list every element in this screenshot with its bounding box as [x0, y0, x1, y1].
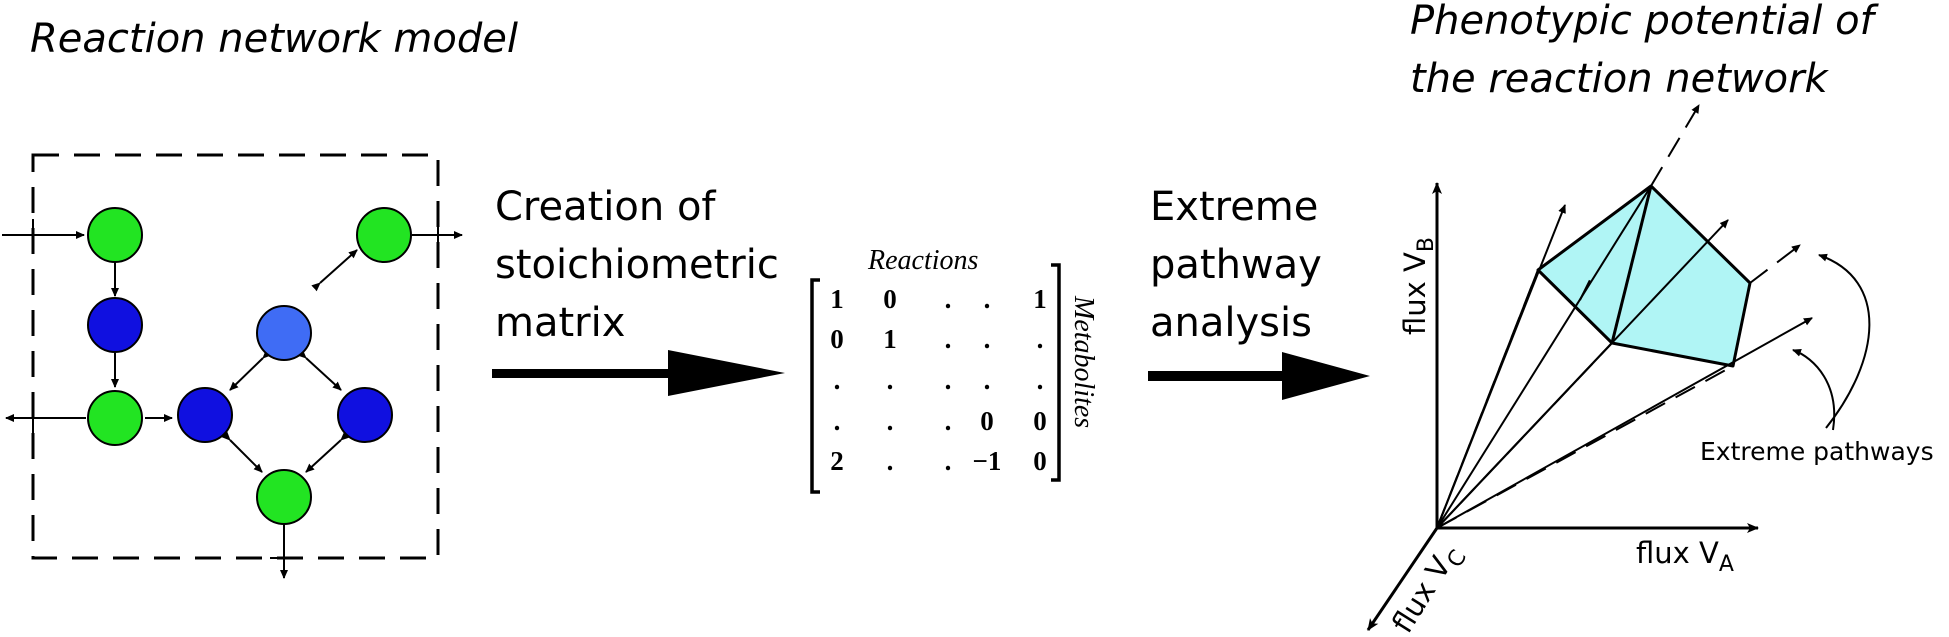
big-arrow-1	[492, 350, 785, 396]
matrix-cell: 1	[1033, 284, 1047, 314]
matrix-cell: 0	[1033, 446, 1047, 476]
matrix-cell: .	[984, 324, 991, 354]
reaction-network-panel: Reaction network model	[2, 16, 518, 579]
network-title: Reaction network model	[30, 16, 518, 62]
matrix-cell: .	[984, 284, 991, 314]
extreme-pathways-label: Extreme pathways	[1700, 437, 1934, 466]
matrix-cell: −1	[973, 446, 1002, 476]
reaction-arrows	[2, 219, 463, 579]
matrix-bracket-left	[810, 278, 820, 494]
metabolite-node-blue	[337, 387, 393, 443]
dashed-ray-ext-a	[1650, 104, 1700, 187]
matrix-cell: 2	[830, 446, 844, 476]
metabolite-node-green	[87, 207, 143, 263]
matrix-label-reactions: Reactions	[867, 245, 979, 276]
axis-vc-prefix: flux V	[1385, 550, 1458, 637]
matrix-cell: 0	[883, 284, 897, 314]
dashed-ray-ext-b	[1749, 244, 1801, 284]
matrix-cell: .	[887, 365, 894, 395]
axis-vc	[1366, 527, 1439, 631]
step2-label-line2: pathway	[1150, 242, 1322, 288]
matrix-cell: .	[834, 406, 841, 436]
phenotype-title-line1: Phenotypic potential of	[1410, 0, 1880, 44]
matrix-label-metabolites: Metabolites	[1068, 295, 1099, 428]
dashed-ray-3	[1436, 342, 1613, 529]
matrix-cell: .	[945, 446, 952, 476]
matrix-cells: 1 0.. 1 0 1........... 0 0 2.. −1 0	[830, 284, 1047, 476]
dashed-ray-extensions	[1436, 104, 1801, 529]
ray-6	[1436, 317, 1813, 529]
metabolite-node-green	[256, 469, 312, 525]
big-arrow-2	[1148, 352, 1370, 400]
metabolite-nodes	[87, 207, 412, 525]
flux-cone-panel: Phenotypic potential of the reaction net…	[1366, 0, 1934, 637]
matrix-cell: .	[887, 406, 894, 436]
matrix-cell: 0	[1033, 406, 1047, 436]
phenotype-title-line2: the reaction network	[1410, 56, 1830, 102]
matrix-cell: 1	[883, 324, 897, 354]
metabolite-node-lightblue	[256, 305, 312, 361]
matrix-cell: .	[834, 365, 841, 395]
callout-arrow-lower	[1792, 348, 1836, 431]
step2-label-line1: Extreme	[1150, 184, 1318, 230]
dashed-ray-2	[1436, 365, 1734, 529]
step1-label-line2: stoichiometric	[495, 242, 779, 288]
matrix-cell: .	[984, 365, 991, 395]
reaction-arrow-diag-3	[297, 349, 342, 391]
metabolite-node-blue	[87, 297, 143, 353]
metabolite-node-green	[87, 390, 143, 446]
system-boundary	[31, 153, 440, 560]
matrix-cell: 0	[830, 324, 844, 354]
callout-arrow-upper	[1818, 253, 1871, 429]
matrix-cell: .	[887, 446, 894, 476]
matrix-cell: .	[945, 284, 952, 314]
flux-cone-section	[1536, 184, 1752, 368]
axis-vb-sub: B	[1414, 237, 1439, 252]
stoichiometric-matrix: Reactions Metabolites 1 0.. 1 0 1...........…	[810, 245, 1099, 494]
step1-label-line1: Creation of	[495, 184, 716, 230]
metabolite-node-green	[356, 207, 412, 263]
cone-inner-edge	[1610, 185, 1653, 344]
reaction-arrow-diag-2	[229, 349, 272, 391]
metabolite-node-blue	[177, 387, 233, 443]
flux-axes	[1366, 182, 1759, 631]
extreme-pathways-callouts	[1792, 253, 1871, 431]
axis-va-prefix: flux V	[1636, 536, 1719, 570]
dashed-ray-1	[1436, 269, 1539, 529]
step2-label-line3: analysis	[1150, 300, 1312, 346]
reaction-arrow-diag-1	[311, 249, 358, 292]
step-extreme-pathway-analysis: Extreme pathway analysis	[1148, 184, 1370, 400]
matrix-bracket-right	[1051, 263, 1061, 482]
axis-vb-label: flux VB	[1398, 237, 1439, 335]
matrix-cell: .	[945, 406, 952, 436]
matrix-cell: .	[1037, 324, 1044, 354]
step1-label-line3: matrix	[495, 300, 625, 346]
matrix-cell: .	[945, 365, 952, 395]
dashed-ray-ext-c	[1579, 269, 1596, 301]
axis-vb-prefix: flux V	[1398, 252, 1432, 335]
reaction-arrow-diag-4	[221, 431, 263, 473]
matrix-cell: .	[945, 324, 952, 354]
axis-va-label: flux VA	[1636, 536, 1734, 577]
reaction-arrow-diag-5	[305, 431, 350, 473]
ray-3	[1436, 185, 1652, 529]
matrix-cell: 0	[980, 406, 994, 436]
matrix-cell: .	[1037, 365, 1044, 395]
axis-va-sub: A	[1719, 552, 1734, 577]
matrix-cell: 1	[830, 284, 844, 314]
step-creation-of-matrix: Creation of stoichiometric matrix	[492, 184, 785, 396]
